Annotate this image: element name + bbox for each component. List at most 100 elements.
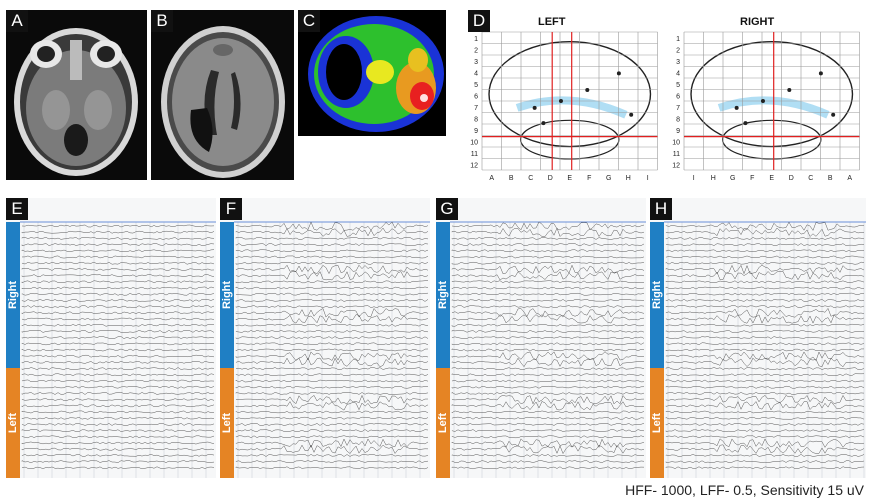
eeg-channel-trace — [451, 237, 645, 240]
eeg-channel-trace — [451, 454, 645, 457]
right-electrode-dot — [818, 71, 823, 76]
eeg-channel-trace — [235, 270, 429, 281]
eeg-channel-trace — [451, 221, 645, 231]
eeg-channel-trace — [21, 429, 215, 432]
eeg-channel-trace — [235, 243, 429, 246]
right-row-label: 2 — [676, 48, 680, 55]
eeg-channel-trace — [21, 299, 215, 302]
left-channel-bar: Left — [220, 368, 234, 478]
eeg-channel-trace — [665, 264, 865, 275]
eeg-channel-trace — [21, 441, 215, 445]
eeg-channel-trace — [21, 447, 215, 451]
left-row-label: 7 — [474, 105, 478, 112]
right-col-label: A — [847, 175, 852, 182]
eeg-channel-trace — [235, 423, 429, 426]
eeg-channel-trace — [235, 444, 429, 454]
eeg-channel-trace — [451, 385, 645, 389]
eeg-channel-trace — [665, 438, 865, 448]
eeg-channel-trace — [665, 392, 865, 395]
eeg-channel-trace — [21, 373, 215, 377]
eeg-channel-trace — [235, 392, 429, 395]
eeg-channel-trace — [21, 249, 215, 253]
eeg-channel-trace — [21, 435, 215, 439]
eeg-channel-trace — [451, 227, 645, 237]
eeg-channel-trace — [451, 336, 645, 339]
eeg-traces-h — [664, 221, 866, 478]
right-row-label: 7 — [676, 105, 680, 112]
left-row-label: 3 — [474, 59, 478, 66]
eeg-channel-trace — [21, 237, 215, 240]
eeg-traces-e — [20, 221, 216, 478]
eeg-channel-trace — [451, 423, 645, 426]
left-electrode-dot — [558, 99, 563, 103]
left-row-label: 10 — [470, 140, 478, 147]
right-hemisphere-title: RIGHT — [740, 16, 775, 28]
eeg-channel-trace — [665, 460, 865, 463]
eeg-channel-trace — [235, 280, 429, 284]
eeg-channel-trace — [235, 438, 429, 448]
eeg-channel-trace — [451, 261, 645, 265]
left-row-label: 11 — [471, 151, 478, 158]
eeg-channel-trace — [451, 460, 645, 463]
pet-panel-c: C — [298, 10, 446, 136]
eeg-channel-trace — [451, 435, 645, 439]
eeg-channel-trace — [665, 307, 865, 318]
eeg-channel-trace — [235, 330, 429, 333]
right-row-label: 11 — [673, 151, 680, 158]
eeg-channel-trace — [235, 460, 429, 463]
eeg-channel-trace — [21, 261, 215, 265]
left-col-label: D — [548, 175, 553, 182]
eeg-channel-trace — [665, 243, 865, 246]
eeg-channel-trace — [451, 292, 645, 296]
eeg-channel-trace — [21, 379, 215, 383]
panel-label-e: E — [6, 198, 28, 220]
eeg-channel-trace — [21, 268, 215, 271]
eeg-channel-trace — [451, 243, 645, 246]
eeg-channel-trace — [21, 348, 215, 352]
eeg-channel-trace — [451, 416, 645, 420]
pet-image-c — [308, 16, 444, 132]
eeg-panel-g: G Right Left — [436, 198, 646, 478]
eeg-channel-trace — [665, 410, 865, 414]
eeg-channel-trace — [665, 314, 865, 324]
eeg-channel-trace — [235, 307, 429, 318]
panel-label-b: B — [151, 10, 173, 32]
right-col-label: I — [693, 175, 695, 182]
left-col-label: E — [567, 175, 572, 182]
right-electrode-dot — [787, 87, 792, 92]
eeg-channel-trace — [451, 444, 645, 455]
eeg-channel-trace — [21, 274, 215, 277]
left-electrode-dot — [616, 71, 621, 76]
eeg-channel-trace — [21, 342, 215, 346]
left-row-label: 5 — [474, 82, 478, 89]
recording-settings-caption: HFF- 1000, LFF- 0.5, Sensitivity 15 uV — [625, 482, 864, 498]
eeg-channel-trace — [665, 255, 865, 259]
right-col-label: G — [730, 175, 735, 182]
eeg-channel-trace — [235, 466, 429, 470]
eeg-channel-trace — [665, 261, 865, 265]
eeg-panel-f: F Right Left — [220, 198, 430, 478]
right-brain-outline — [690, 40, 854, 148]
eeg-channel-trace — [665, 348, 865, 352]
eeg-channel-trace — [665, 385, 865, 389]
eeg-channel-trace — [235, 401, 429, 411]
eeg-channel-trace — [451, 357, 645, 368]
eeg-channel-trace — [451, 438, 645, 448]
eeg-channel-trace — [235, 314, 429, 324]
eeg-channel-trace — [21, 361, 215, 364]
eeg-channel-trace — [451, 429, 645, 432]
right-cerebellum-outline — [722, 119, 822, 160]
left-col-label: H — [626, 175, 631, 182]
eeg-channel-trace — [665, 271, 865, 281]
eeg-channel-trace — [665, 330, 865, 333]
panel-label-a: A — [6, 10, 28, 32]
eeg-channel-trace — [451, 308, 645, 318]
eeg-channel-trace — [235, 286, 429, 290]
eeg-channel-trace — [21, 311, 215, 315]
left-channel-bar: Left — [6, 368, 20, 478]
left-col-label: B — [509, 175, 514, 182]
eeg-channel-trace — [451, 351, 645, 361]
right-row-label: 5 — [676, 82, 680, 89]
